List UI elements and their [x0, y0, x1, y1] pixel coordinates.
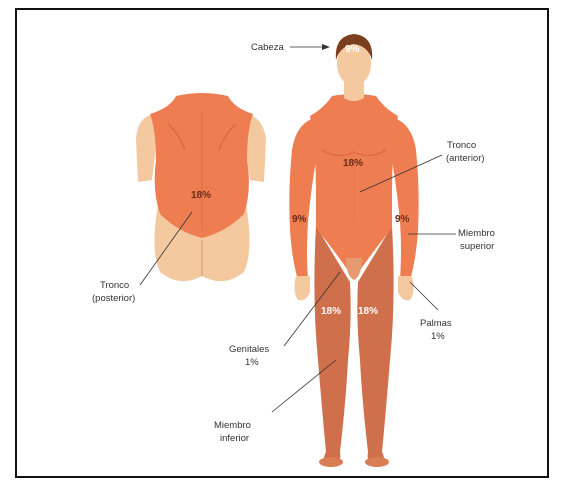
label-palmas-line2: 1% [431, 331, 445, 342]
palmas-leader [410, 282, 438, 310]
head-percentage: 9% [345, 44, 360, 55]
right-leg-percentage: 18% [358, 306, 378, 317]
right-palm [398, 276, 414, 300]
cabeza-arrowhead [322, 44, 330, 50]
label-genitales-line2: 1% [245, 357, 259, 368]
left-arm-percentage: 9% [292, 214, 307, 225]
trunk-anterior-percentage: 18% [343, 158, 363, 169]
label-miembro-inferior-line1: Miembro [214, 420, 251, 431]
label-tronco-anterior-line1: Tronco [447, 140, 476, 151]
right-arm-percentage: 9% [395, 214, 410, 225]
label-miembro-inferior-line2: inferior [220, 433, 249, 444]
label-cabeza: Cabeza [251, 42, 284, 53]
left-leg-percentage: 18% [321, 306, 341, 317]
posterior-torso-figure: 18% [136, 93, 266, 281]
anterior-body-figure: 9% 18% 9% 9% 18% 18% [289, 34, 418, 467]
label-miembro-superior-line2: superior [460, 241, 494, 252]
label-palmas-line1: Palmas [420, 318, 452, 329]
trunk-posterior-percentage: 18% [191, 190, 211, 201]
label-tronco-posterior-line2: (posterior) [92, 293, 135, 304]
left-foot [319, 457, 343, 467]
left-palm [294, 276, 310, 300]
right-foot [365, 457, 389, 467]
label-tronco-anterior-line2: (anterior) [446, 153, 485, 164]
label-tronco-posterior-line1: Tronco [100, 280, 129, 291]
genital-region [346, 258, 362, 280]
label-miembro-superior-line1: Miembro [458, 228, 495, 239]
label-genitales-line1: Genitales [229, 344, 269, 355]
